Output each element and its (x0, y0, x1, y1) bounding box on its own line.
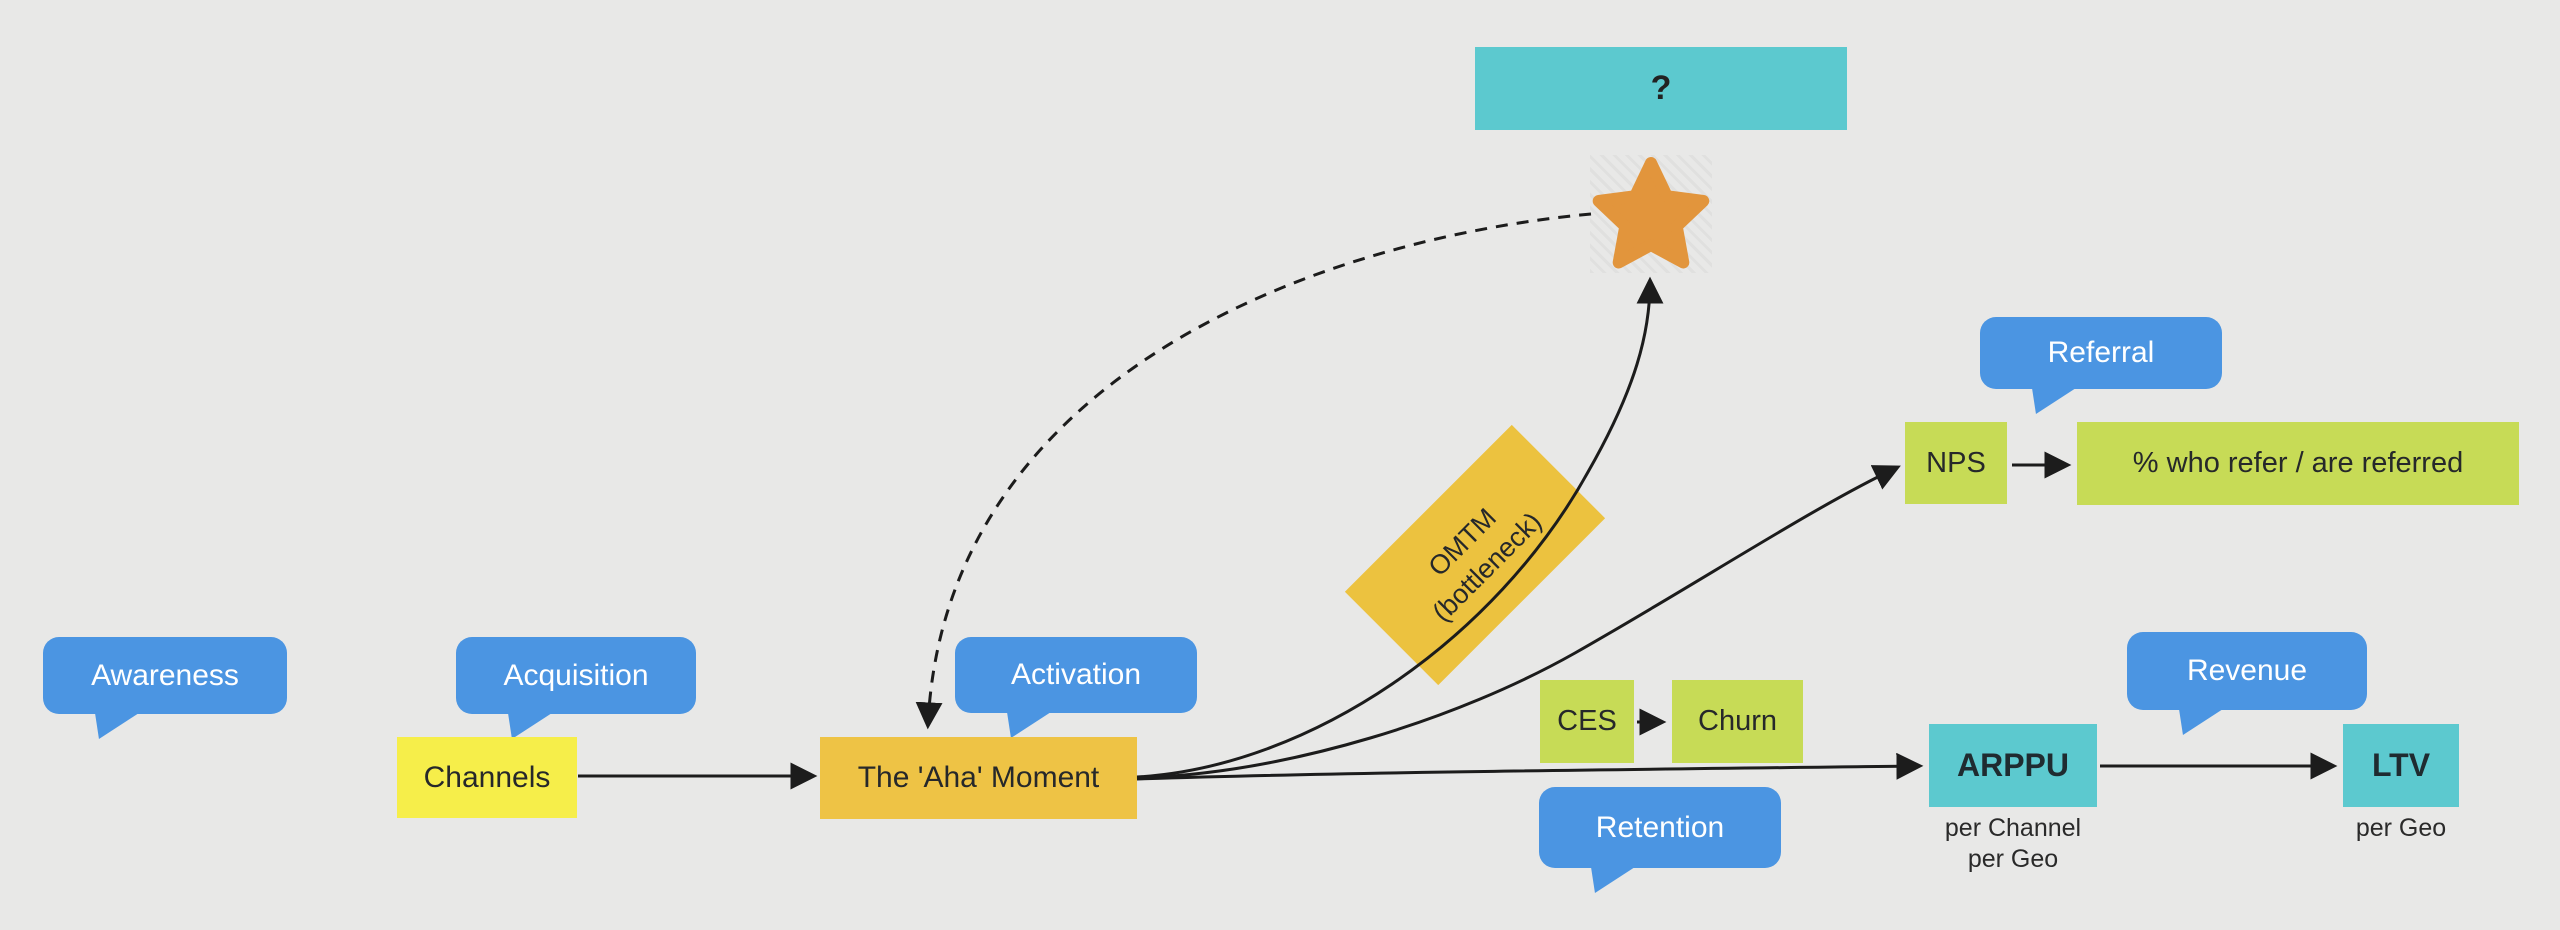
refer-percentage-sticky[interactable]: % who refer / are referred (2077, 422, 2519, 505)
bubble-tail (1591, 867, 1635, 893)
bubble-tail (2032, 388, 2076, 414)
ltv-label: LTV (2371, 747, 2431, 783)
bubble-revenue-label: Revenue (2186, 654, 2308, 687)
bubble-referral[interactable]: Referral (1980, 317, 2222, 414)
question-box-label: ? (1650, 69, 1672, 107)
bubble-tail (1007, 712, 1051, 738)
ces-label: CES (1557, 705, 1617, 737)
star-icon[interactable] (1590, 156, 1712, 274)
bubble-retention-label: Retention (1595, 810, 1725, 844)
connector-aha-to-arppu[interactable] (1136, 752, 1924, 781)
bubble-acquisition[interactable]: Acquisition (456, 637, 696, 739)
arppu-sublabel-line1: per Channel (1944, 814, 2082, 842)
bubble-revenue[interactable]: Revenue (2127, 632, 2367, 735)
connector-aha-to-star[interactable] (1136, 276, 1664, 779)
arppu-label: ARPPU (1956, 747, 2069, 783)
bubble-tail (508, 713, 552, 739)
bubble-awareness[interactable]: Awareness (43, 637, 287, 739)
ces-sticky[interactable]: CES (1540, 680, 1634, 763)
bubble-activation-label: Activation (1010, 658, 1142, 691)
churn-label: Churn (1698, 705, 1777, 737)
omtm-sticky[interactable]: OMTM (bottleneck) (1344, 424, 1606, 686)
bubble-retention[interactable]: Retention (1539, 787, 1781, 893)
channels-label: Channels (423, 760, 551, 794)
bubble-referral-label: Referral (2047, 336, 2155, 369)
refer-percentage-label: % who refer / are referred (2132, 447, 2464, 479)
connector-aha-to-nps[interactable] (1136, 465, 1901, 780)
churn-sticky[interactable]: Churn (1672, 680, 1803, 763)
channels-sticky[interactable]: Channels (397, 737, 577, 818)
bubble-activation[interactable]: Activation (955, 637, 1197, 738)
star-shape (1592, 157, 1710, 269)
connector-star-to-aha-dashed[interactable] (915, 212, 1592, 730)
bubble-awareness-label: Awareness (91, 658, 239, 692)
arppu-sublabel: per Channel per Geo (1903, 813, 2123, 875)
bubble-tail (2179, 709, 2223, 735)
ltv-sticky[interactable]: LTV (2343, 724, 2459, 807)
nps-label: NPS (1926, 446, 1986, 479)
bubble-acquisition-label: Acquisition (503, 658, 649, 692)
arppu-sublabel-line2: per Geo (1967, 845, 2059, 873)
nps-sticky[interactable]: NPS (1905, 422, 2007, 504)
bubble-tail (95, 713, 139, 739)
arppu-sticky[interactable]: ARPPU (1929, 724, 2097, 807)
ltv-sublabel: per Geo (2355, 814, 2447, 842)
aha-moment-sticky[interactable]: The 'Aha' Moment (820, 737, 1137, 819)
question-box[interactable]: ? (1475, 47, 1847, 130)
aha-moment-label: The 'Aha' Moment (857, 761, 1100, 794)
